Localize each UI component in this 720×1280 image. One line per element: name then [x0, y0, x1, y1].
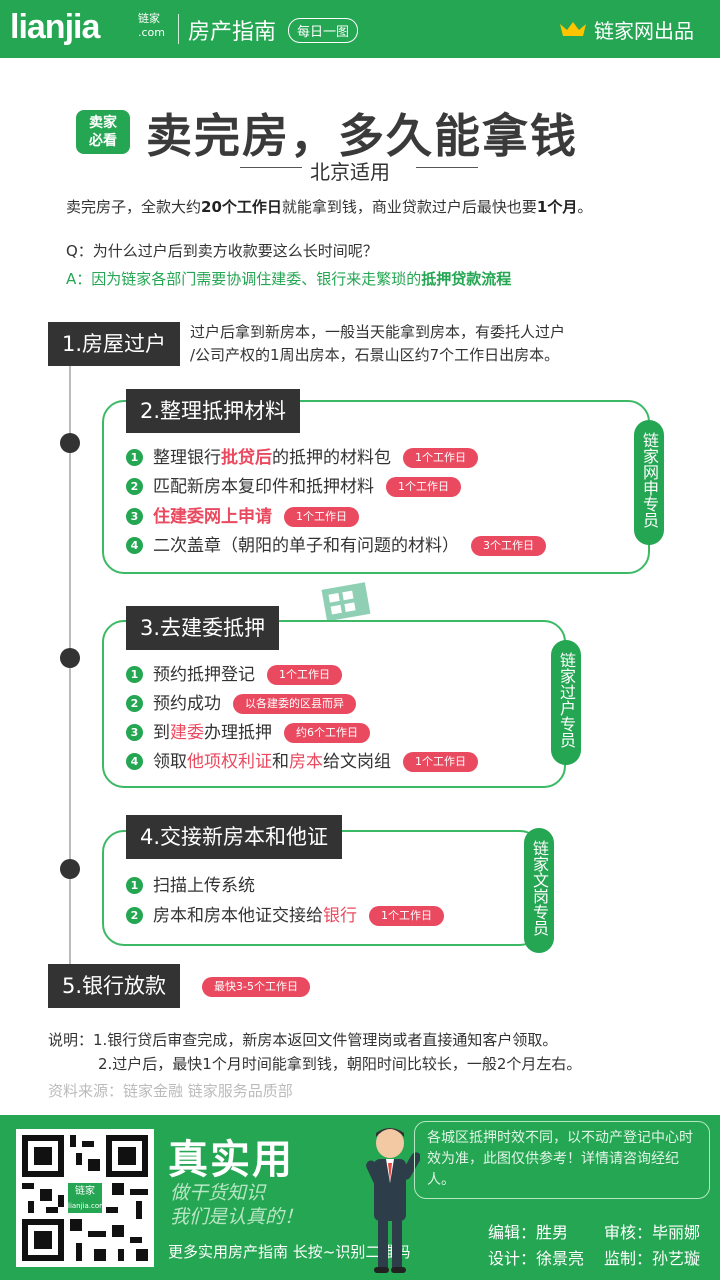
qr-code[interactable]: 链家 lianjia.com — [16, 1129, 154, 1267]
step-4-label: 4.交接新房本和他证 — [126, 815, 343, 859]
badge-line-1: 卖家 — [89, 115, 117, 131]
logo-cn: 链家 — [138, 12, 160, 25]
step-1-label: 1.房屋过户 — [48, 322, 181, 366]
lianjia-logo: lianjia — [10, 8, 100, 46]
footer-slogan: 真实用 — [168, 1137, 294, 1183]
page-title: 卖完房，多久能拿钱 — [146, 109, 578, 163]
data-source: 资料来源：链家金融 链家服务品质部 — [48, 1082, 293, 1100]
page-subtitle: 北京适用 — [310, 160, 390, 184]
calendar-decoration — [321, 582, 371, 622]
step-4-role-tag: 链家文岗专员 — [524, 828, 554, 953]
brand-label: 链家网出品 — [594, 19, 694, 43]
step-2-label: 2.整理抵押材料 — [126, 389, 301, 433]
note-line-1: 说明：1.银行贷后审查完成，新房本返回文件管理岗或者直接通知客户领取。 — [48, 1031, 558, 1049]
header-guide-title: 房产指南 — [188, 20, 277, 45]
note-line-2: 2.过户后，最快1个月时间能拿到钱，朝阳时间比较长，一般2个月左右。 — [98, 1055, 582, 1073]
logo-subtext: 链家 .com — [138, 12, 174, 40]
footer-handwriting: 做干货知识 我们是认真的！ — [170, 1182, 304, 1228]
daily-badge: 每日一图 — [288, 18, 359, 43]
step-5-label: 5.银行放款 — [48, 964, 181, 1008]
subtitle-rule-right — [416, 167, 478, 168]
header-divider — [178, 14, 179, 44]
step-5-duration: 最快3-5个工作日 — [190, 975, 310, 999]
logo-domain: .com — [138, 26, 165, 39]
step-2-role-tag: 链家网申专员 — [634, 420, 664, 545]
crown-icon — [560, 22, 586, 36]
timeline-dot-4 — [60, 859, 80, 879]
seller-must-see-badge: 卖家 必看 — [76, 110, 130, 154]
question-text: Q：为什么过户后到卖方收款要这么长时间呢？ — [66, 242, 378, 260]
header-bar: lianjia 链家 .com 房产指南 每日一图 链家网出品 — [0, 0, 720, 58]
subtitle-rule-left — [240, 167, 302, 168]
step-3-role-tag: 链家过户专员 — [551, 640, 581, 765]
qr-center-logo: 链家 lianjia.com — [66, 1181, 106, 1215]
intro-text: 卖完房子，全款大约20个工作日就能拿到钱，商业贷款过户后最快也要1个月。 — [66, 198, 593, 216]
timeline-dot-3 — [60, 648, 80, 668]
step-1-description: 过户后拿到新房本，一般当天能拿到房本，有委托人过户 /公司产权的1周出房本，石景… — [190, 323, 566, 364]
timeline-dot-2 — [60, 433, 80, 453]
credit-editor: 编辑：胜男 — [488, 1223, 569, 1242]
credit-designer: 设计：徐景亮 — [488, 1249, 585, 1268]
badge-line-2: 必看 — [89, 133, 117, 149]
credit-supervisor: 监制：孙艺璇 — [604, 1249, 701, 1268]
businessman-illustration — [366, 1128, 420, 1273]
footer: 链家 lianjia.com 真实用 做干货知识 我们是认真的！ 更多实用房产指… — [0, 1115, 720, 1280]
notes: 说明：1.银行贷后审查完成，新房本返回文件管理岗或者直接通知客户领取。 2.过户… — [48, 1028, 581, 1076]
answer-text: A：因为链家各部门需要协调住建委、银行来走繁琐的抵押贷款流程 — [66, 270, 512, 288]
footer-cta: 更多实用房产指南 长按~识别二维码 — [168, 1243, 411, 1261]
credit-reviewer: 审核：毕丽娜 — [604, 1223, 701, 1242]
disclaimer-box: 各城区抵押时效不同，以不动产登记中心时效为准，此图仅供参考！详情请咨询经纪人。 — [414, 1121, 710, 1199]
step-3-label: 3.去建委抵押 — [126, 606, 280, 650]
